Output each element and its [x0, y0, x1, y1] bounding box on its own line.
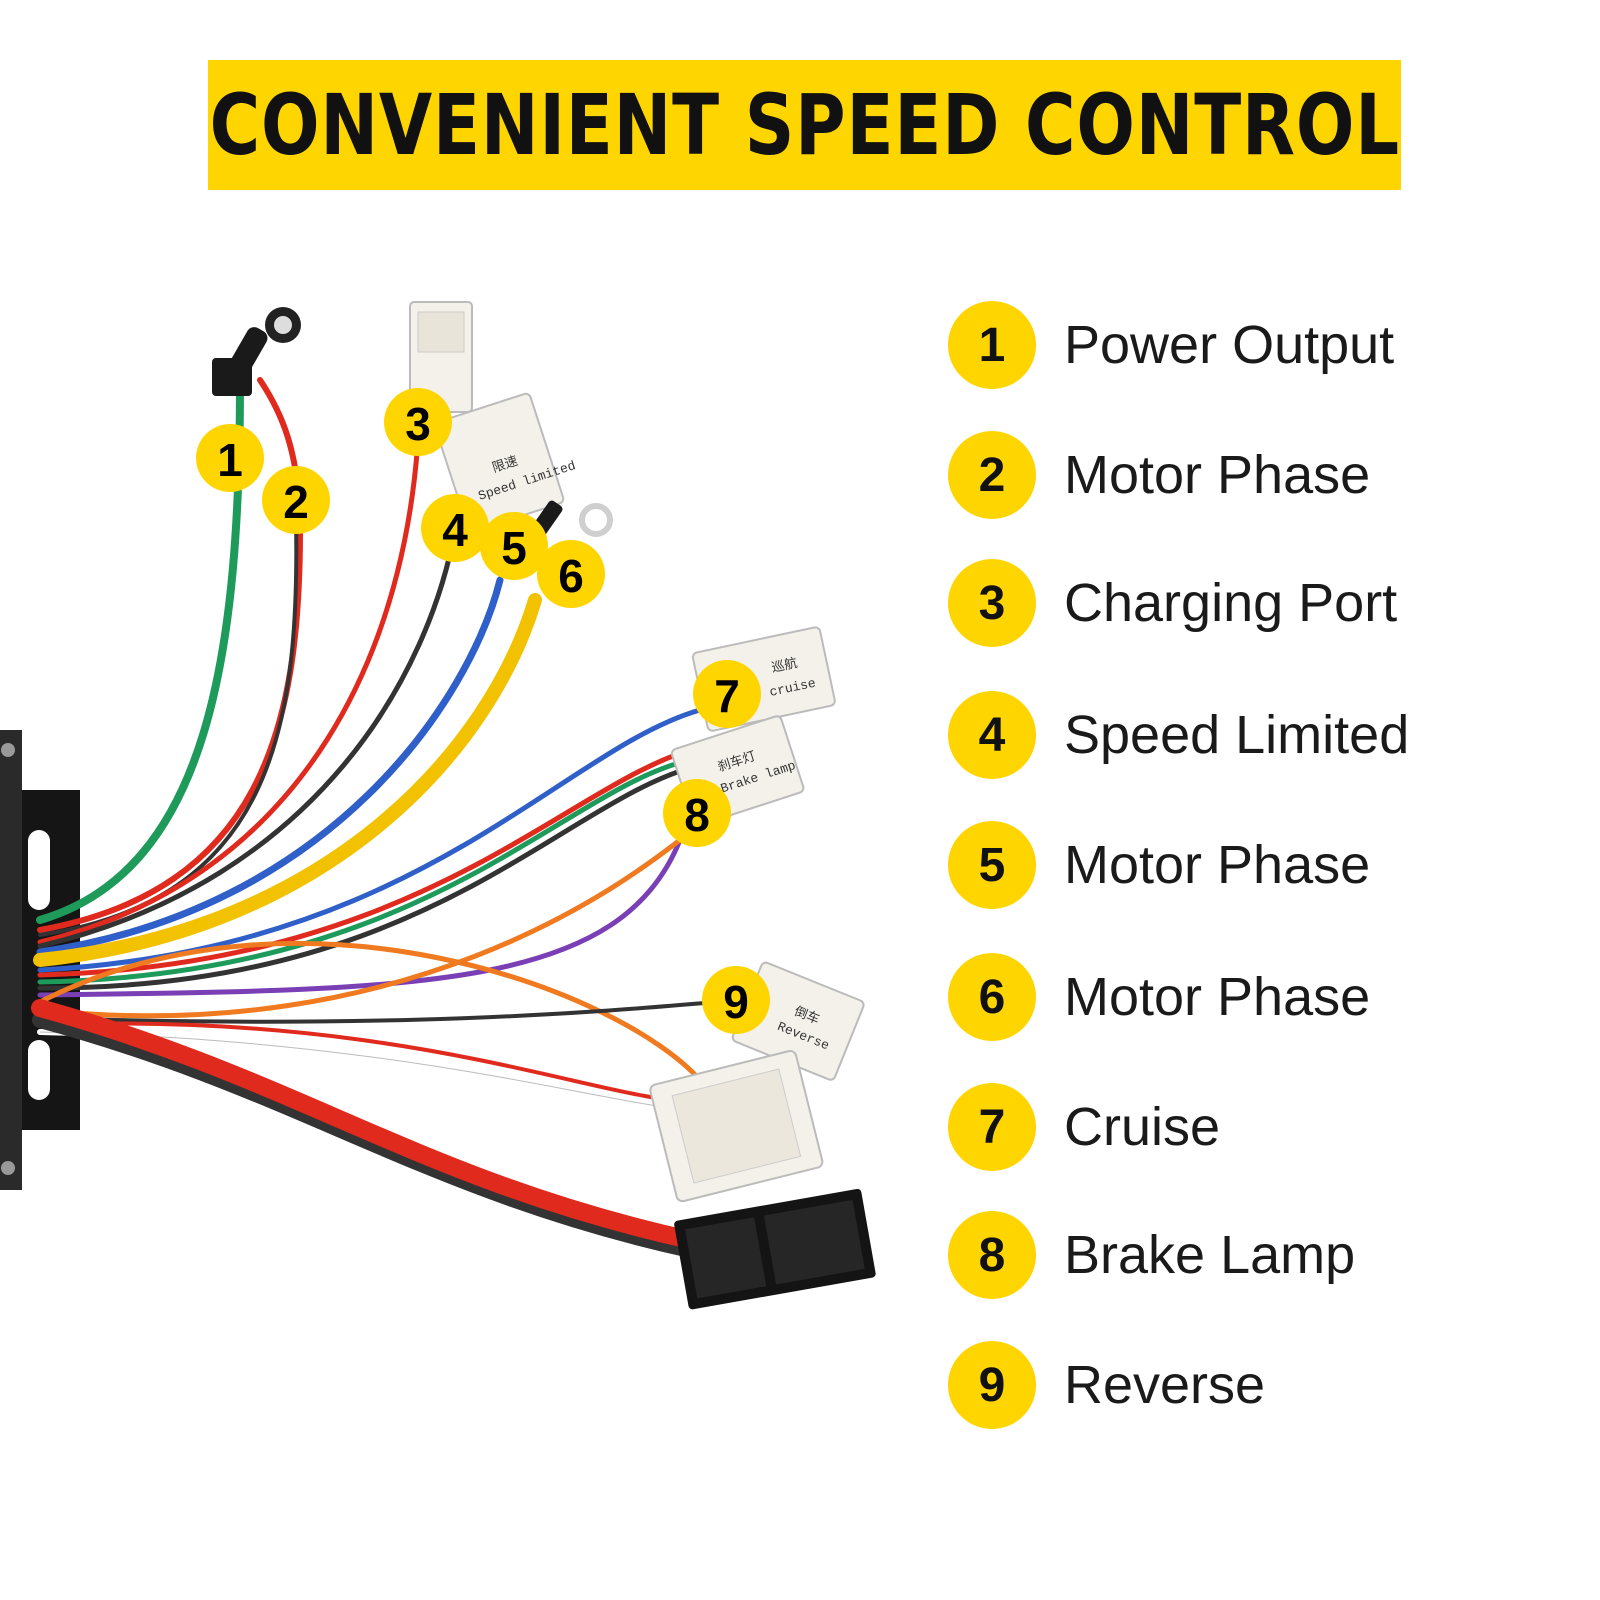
legend-item-cruise: 7 Cruise: [948, 1082, 1220, 1172]
svg-text:9: 9: [723, 976, 749, 1028]
legend-label: Motor Phase: [1064, 835, 1371, 895]
wires: [31, 376, 742, 1258]
legend-badge: 2: [948, 431, 1036, 519]
legend-label: Motor Phase: [1064, 445, 1371, 505]
svg-text:1: 1: [217, 434, 243, 486]
legend-item-reverse: 9 Reverse: [948, 1340, 1265, 1430]
callout-4: 4: [421, 494, 489, 562]
legend-label: Power Output: [1064, 315, 1395, 375]
legend-label: Charging Port: [1064, 573, 1398, 633]
legend-badge: 7: [948, 1083, 1036, 1171]
legend-badge: 4: [948, 691, 1036, 779]
legend-item-power-output: 1 Power Output: [948, 300, 1394, 390]
svg-text:3: 3: [405, 398, 431, 450]
legend-label: Brake Lamp: [1064, 1225, 1356, 1285]
callout-3: 3: [384, 388, 452, 456]
legend-label: Cruise: [1064, 1097, 1221, 1157]
ring-terminal: [212, 307, 301, 396]
svg-text:7: 7: [714, 670, 740, 722]
legend-badge: 8: [948, 1211, 1036, 1299]
callout-2: 2: [262, 466, 330, 534]
callout-6: 6: [537, 540, 605, 608]
legend-badge: 5: [948, 821, 1036, 909]
svg-text:2: 2: [283, 476, 309, 528]
callout-5: 5: [480, 512, 548, 580]
legend-item-motor-phase-2: 5 Motor Phase: [948, 820, 1370, 910]
svg-text:6: 6: [558, 550, 584, 602]
callout-9: 9: [702, 966, 770, 1034]
legend-badge: 1: [948, 301, 1036, 389]
legend-label: Reverse: [1064, 1355, 1266, 1415]
black-plug-connector: [674, 1188, 876, 1310]
page-title: CONVENIENT SPEED CONTROL: [209, 76, 1400, 174]
legend-item-speed-limited: 4 Speed Limited: [948, 690, 1409, 780]
legend-item-motor-phase-1: 2 Motor Phase: [948, 430, 1370, 520]
legend-label: Motor Phase: [1064, 967, 1371, 1027]
svg-text:8: 8: [684, 789, 710, 841]
legend-item-motor-phase-3: 6 Motor Phase: [948, 952, 1370, 1042]
callout-badges: 1 2 3 4 5 6 7 8 9: [196, 388, 770, 1034]
wiring-harness-illustration: 限速 Speed limited 巡航 cruise 刹车灯 Brake lam…: [0, 301, 876, 1310]
callout-8: 8: [663, 779, 731, 847]
svg-text:4: 4: [442, 504, 468, 556]
svg-text:5: 5: [501, 522, 527, 574]
main-white-connector: [649, 1049, 824, 1203]
legend-badge: 3: [948, 559, 1036, 647]
legend-badge: 6: [948, 953, 1036, 1041]
legend-label: Speed Limited: [1064, 705, 1410, 765]
cruise-tag-cn: 巡航: [770, 655, 799, 676]
legend-item-charging-port: 3 Charging Port: [948, 558, 1397, 648]
callout-1: 1: [196, 424, 264, 492]
callout-7: 7: [693, 660, 761, 728]
legend-item-brake-lamp: 8 Brake Lamp: [948, 1210, 1355, 1300]
legend-badge: 9: [948, 1341, 1036, 1429]
title-banner: CONVENIENT SPEED CONTROL: [208, 60, 1401, 190]
